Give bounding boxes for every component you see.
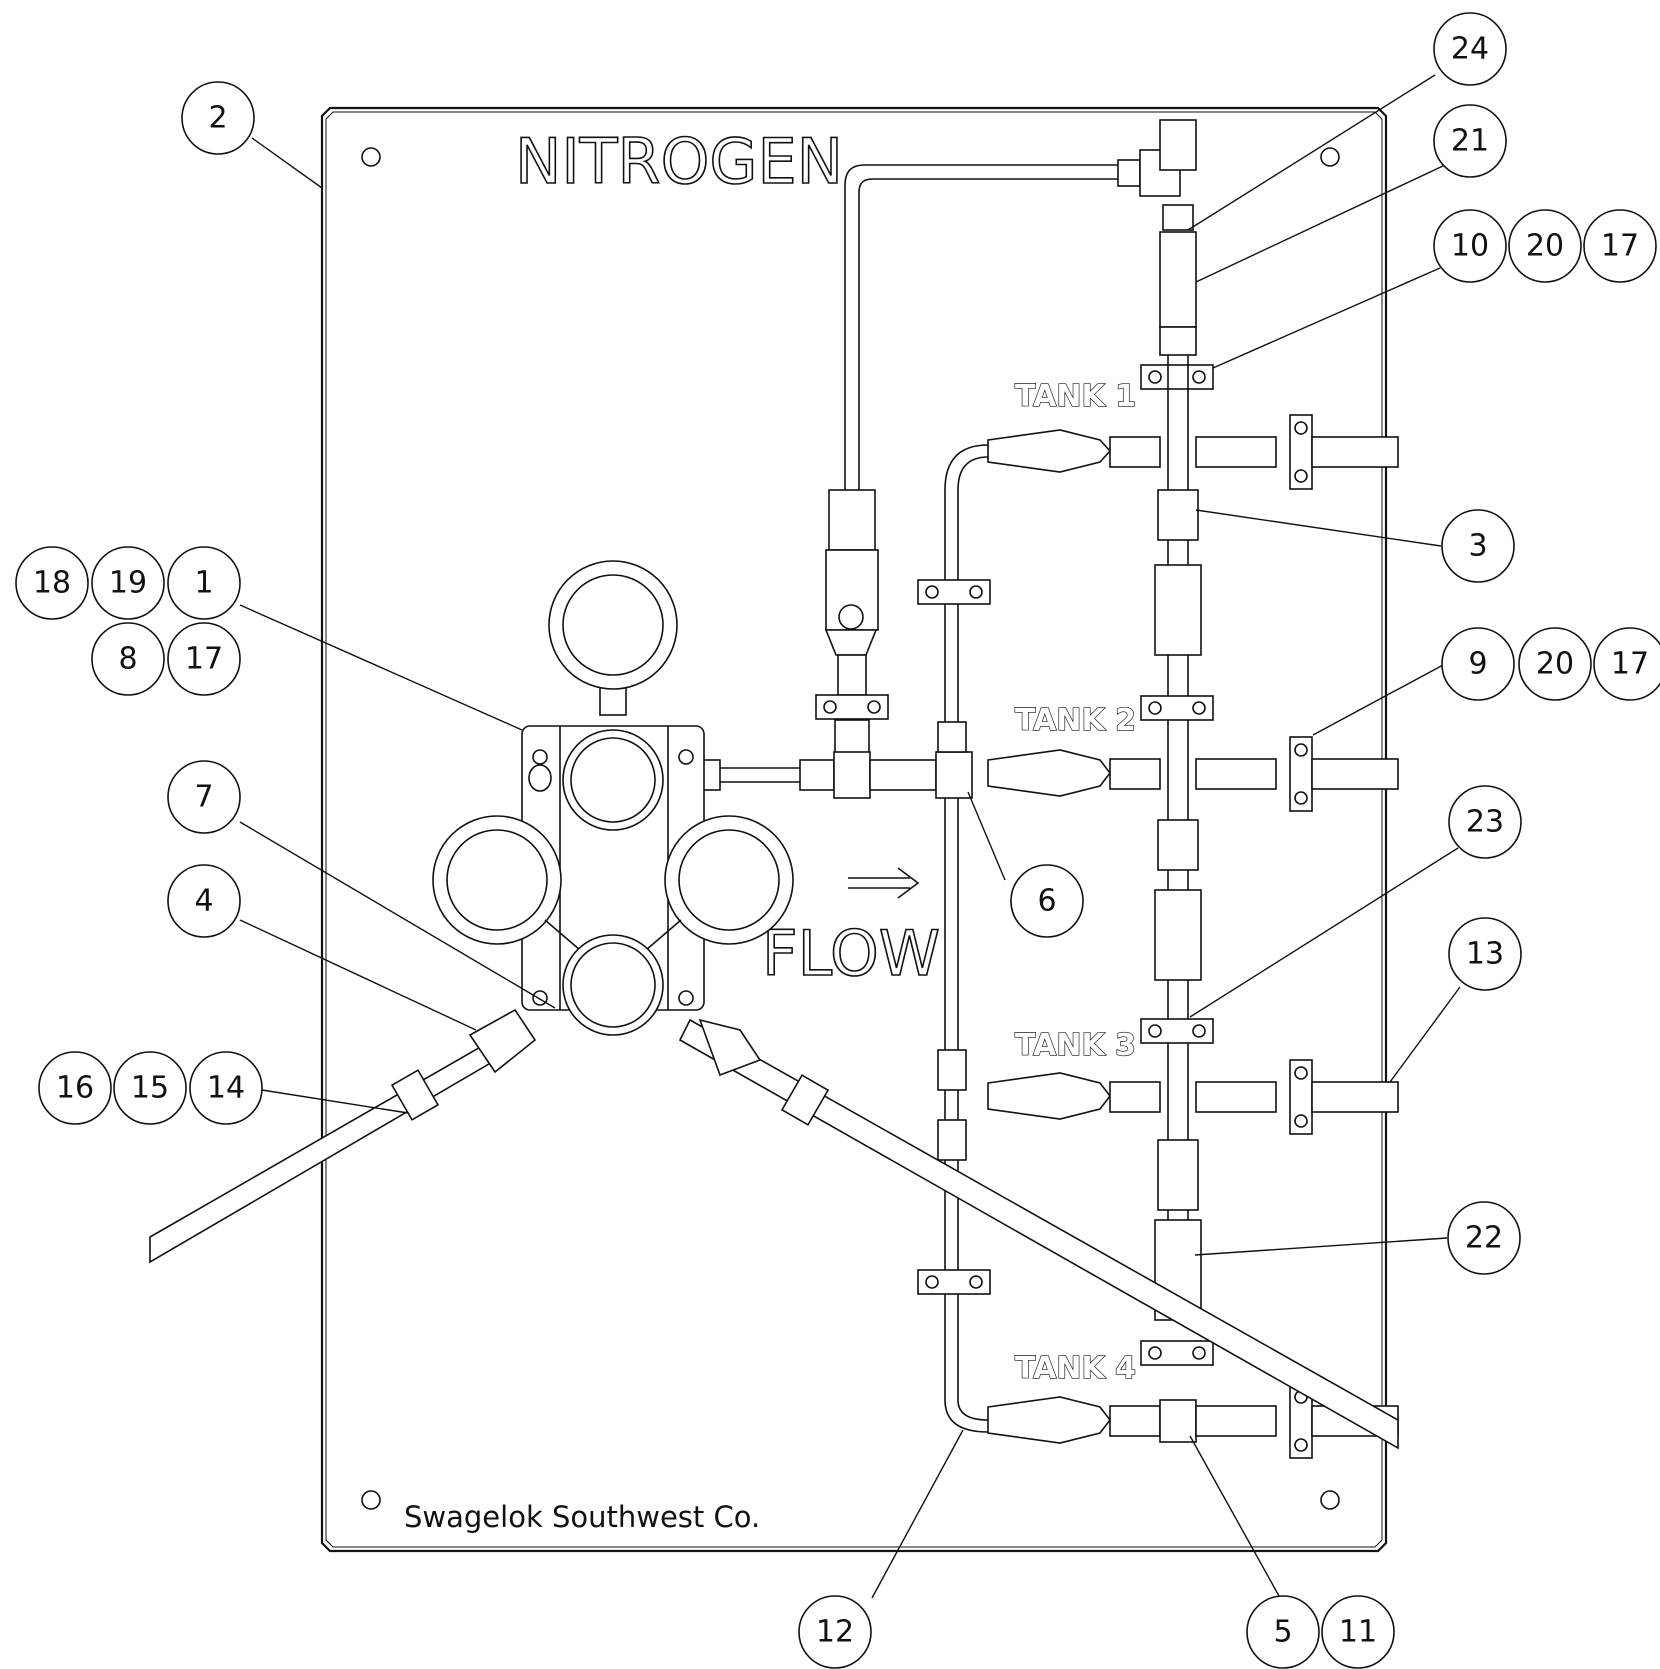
vertical-manifold [1140, 119, 1214, 1366]
svg-text:17: 17 [1601, 229, 1639, 264]
flow-arrow [848, 867, 920, 899]
tank-3-label: TANK 3 [1015, 1028, 1136, 1063]
svg-text:7: 7 [194, 780, 213, 815]
balloon: 20 [1518, 627, 1592, 701]
mount-hole [361, 1490, 381, 1510]
panel-plate [320, 106, 1388, 1553]
svg-text:22: 22 [1465, 1221, 1503, 1256]
svg-text:10: 10 [1451, 229, 1489, 264]
balloon: 4 [167, 864, 241, 938]
balloon: 17 [167, 622, 241, 696]
tank-2-label: TANK 2 [1015, 703, 1136, 738]
balloon: 22 [1447, 1201, 1521, 1275]
balloon: 20 [1508, 209, 1582, 283]
balloon: 9 [1441, 627, 1515, 701]
balloon: 16 [38, 1051, 112, 1125]
svg-text:21: 21 [1451, 124, 1489, 159]
svg-text:24: 24 [1451, 32, 1489, 67]
svg-text:17: 17 [185, 642, 223, 677]
svg-text:17: 17 [1611, 647, 1649, 682]
balloon: 7 [167, 760, 241, 834]
balloon: 12 [798, 1595, 872, 1669]
svg-text:2: 2 [208, 101, 227, 136]
balloon: 17 [1583, 209, 1657, 283]
balloon: 23 [1448, 785, 1522, 859]
svg-text:12: 12 [816, 1615, 854, 1650]
balloon: 14 [189, 1051, 263, 1125]
balloon: 19 [91, 546, 165, 620]
svg-text:1: 1 [194, 566, 213, 601]
svg-text:3: 3 [1468, 529, 1487, 564]
balloon: 10 [1433, 209, 1507, 283]
balloon: 21 [1433, 104, 1507, 178]
flow-label: FLOW [762, 917, 940, 990]
svg-text:14: 14 [207, 1071, 245, 1106]
svg-text:6: 6 [1037, 884, 1056, 919]
tank-branches [987, 414, 1399, 1459]
panel-title: NITROGEN [515, 125, 843, 198]
tank-4-label: TANK 4 [1015, 1351, 1136, 1386]
svg-text:11: 11 [1339, 1615, 1377, 1650]
balloon: 11 [1321, 1595, 1395, 1669]
mount-hole [361, 147, 381, 167]
mount-hole [1320, 1490, 1340, 1510]
svg-text:23: 23 [1466, 805, 1504, 840]
balloon: 2 [181, 81, 255, 155]
balloon: 3 [1441, 509, 1515, 583]
svg-text:16: 16 [56, 1071, 94, 1106]
svg-text:8: 8 [118, 642, 137, 677]
balloon: 8 [91, 622, 165, 696]
svg-text:13: 13 [1466, 937, 1504, 972]
balloon: 24 [1433, 12, 1507, 86]
balloon: 5 [1246, 1595, 1320, 1669]
balloon: 6 [1010, 864, 1084, 938]
mount-hole [1320, 147, 1340, 167]
regulator-assembly [432, 560, 794, 1036]
svg-text:4: 4 [194, 884, 213, 919]
svg-text:9: 9 [1468, 647, 1487, 682]
svg-text:15: 15 [131, 1071, 169, 1106]
svg-text:20: 20 [1526, 229, 1564, 264]
svg-text:18: 18 [33, 566, 71, 601]
svg-text:19: 19 [109, 566, 147, 601]
leader-lines [239, 74, 1461, 1599]
hoses [149, 1008, 1399, 1450]
balloon: 18 [15, 546, 89, 620]
svg-text:5: 5 [1273, 1615, 1292, 1650]
tank-1-label: TANK 1 [1015, 379, 1136, 414]
company-name: Swagelok Southwest Co. [404, 1500, 760, 1534]
balloon: 1 [167, 546, 241, 620]
balloon: 15 [113, 1051, 187, 1125]
balloon: 13 [1448, 917, 1522, 991]
balloon: 17 [1593, 627, 1660, 701]
svg-text:20: 20 [1536, 647, 1574, 682]
